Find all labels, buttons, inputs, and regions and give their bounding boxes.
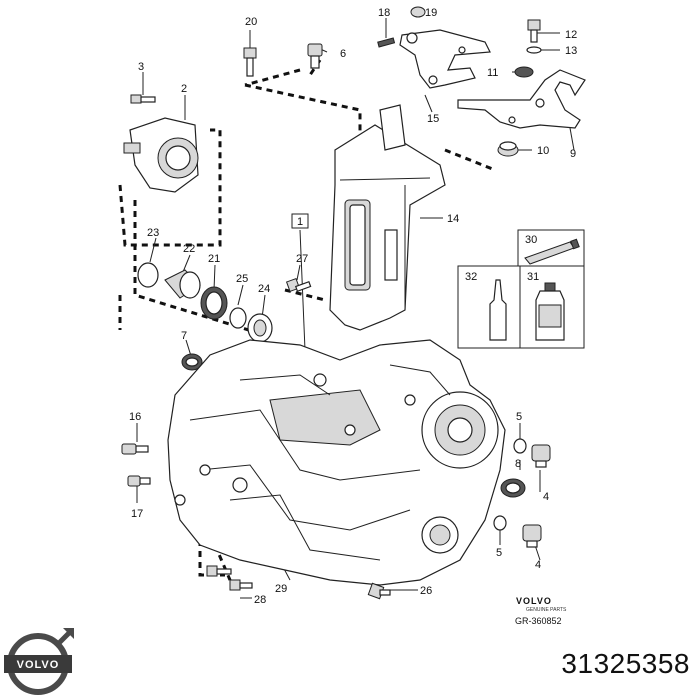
bottle-32 — [489, 279, 507, 341]
callout-31: 31 — [527, 271, 539, 283]
bolt-20 — [243, 47, 257, 77]
pin-18 — [377, 37, 396, 48]
brand-name: VOLVO — [516, 596, 552, 606]
bolt-12 — [527, 19, 541, 43]
bolt-27 — [285, 277, 312, 293]
callout-19: 19 — [425, 7, 437, 19]
seal-7 — [181, 353, 203, 371]
callout-4-upper: 4 — [543, 491, 549, 503]
callout-labels: 1 2 3 4 4 5 5 6 7 8 9 10 11 12 13 14 15 … — [129, 7, 577, 606]
oring-25 — [229, 307, 247, 329]
callout-7: 7 — [181, 330, 187, 342]
callout-13: 13 — [565, 45, 577, 57]
callout-2: 2 — [181, 83, 187, 95]
callout-16: 16 — [129, 411, 141, 423]
transmission-case — [167, 339, 506, 586]
callout-24: 24 — [258, 283, 270, 295]
callout-11: 11 — [487, 67, 498, 79]
brand-sub: GENUINE PARTS — [526, 607, 567, 613]
seal-8 — [500, 478, 526, 498]
callout-21: 21 — [208, 253, 220, 265]
bolt-29 — [229, 579, 253, 591]
shift-lever-15 — [399, 29, 491, 89]
bushing-10 — [497, 141, 519, 157]
callout-10: 10 — [537, 145, 549, 157]
bolt-3 — [130, 94, 156, 104]
accessory-boxes — [457, 229, 585, 349]
bracket-9 — [457, 69, 586, 129]
callout-30: 30 — [525, 234, 537, 246]
callout-18: 18 — [378, 7, 390, 19]
slave-cylinder-2 — [123, 117, 199, 193]
callout-22: 22 — [183, 243, 195, 255]
callout-23: 23 — [147, 227, 159, 239]
bottle-31 — [535, 282, 565, 341]
callout-8: 8 — [515, 458, 521, 470]
callout-4-lower: 4 — [535, 559, 541, 571]
oring-5-lower — [493, 515, 507, 531]
callout-27: 27 — [296, 253, 308, 265]
volvo-logo: VOLVO — [4, 628, 74, 695]
seal-21 — [200, 286, 228, 320]
logo-text: VOLVO — [17, 659, 60, 671]
callout-17: 17 — [131, 508, 143, 520]
selector-housing-14 — [329, 104, 446, 331]
callout-20: 20 — [245, 16, 257, 28]
sensor-16 — [121, 443, 149, 455]
bearing-22 — [164, 269, 201, 299]
callout-5-lower: 5 — [496, 547, 502, 559]
sensor-6 — [307, 43, 323, 69]
part-number: 31325358 — [561, 648, 690, 679]
diagram-ref: GR-360852 — [515, 616, 562, 626]
callout-32: 32 — [465, 271, 477, 283]
callout-15: 15 — [427, 113, 439, 125]
callout-6: 6 — [340, 48, 346, 60]
callout-9: 9 — [570, 148, 576, 160]
callout-3: 3 — [138, 61, 144, 73]
callout-5-upper: 5 — [516, 411, 522, 423]
tube-30 — [524, 238, 580, 265]
plug-4-lower — [522, 524, 542, 548]
bushing-11 — [514, 66, 534, 78]
sensor-17 — [127, 475, 151, 487]
bolt-26 — [367, 582, 391, 600]
callout-29: 29 — [275, 583, 287, 595]
callout-28: 28 — [254, 594, 266, 606]
callout-1: 1 — [297, 216, 303, 228]
callout-26: 26 — [420, 585, 432, 597]
plug-4-upper — [531, 444, 551, 468]
callout-12: 12 — [565, 29, 577, 41]
bolt-28 — [206, 565, 232, 577]
oring-5-upper — [513, 438, 527, 454]
brand-block: VOLVO GENUINE PARTS GR-360852 — [515, 596, 567, 626]
seal-24 — [247, 313, 273, 343]
washer-13 — [526, 46, 542, 54]
callout-25: 25 — [236, 273, 248, 285]
callout-box — [291, 213, 309, 229]
cap-19 — [410, 6, 426, 18]
seal-23 — [137, 262, 159, 288]
callout-14: 14 — [447, 213, 459, 225]
